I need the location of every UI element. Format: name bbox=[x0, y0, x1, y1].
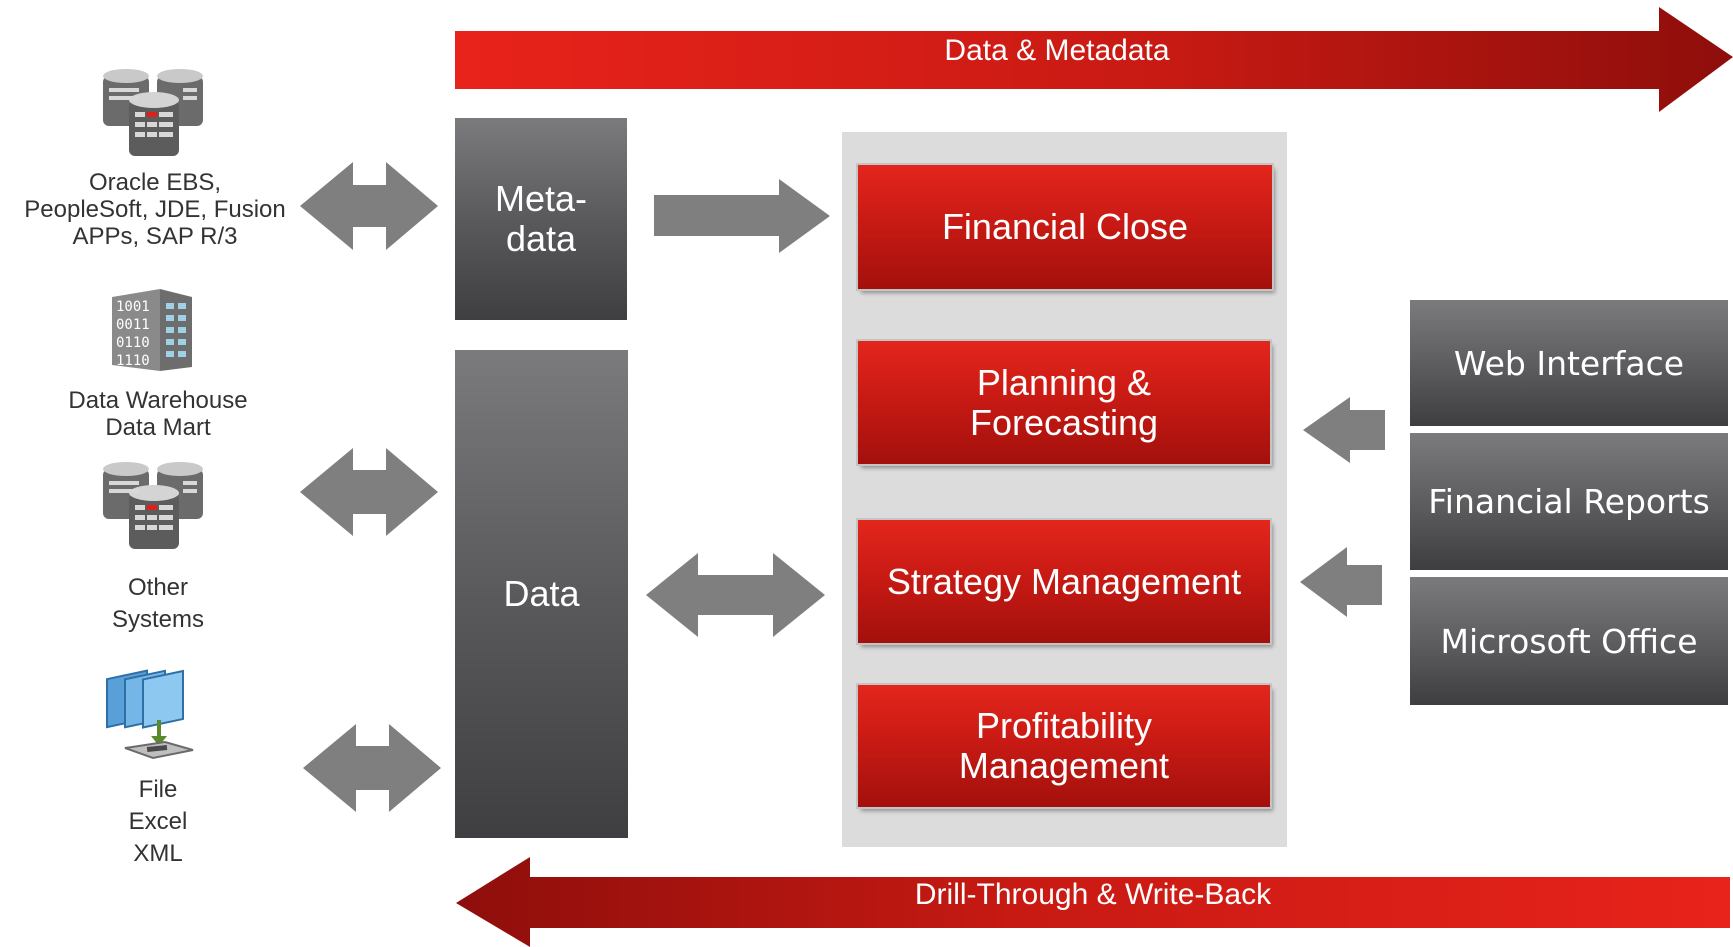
interface-financial-reports: Financial Reports bbox=[1410, 433, 1728, 570]
double-arrow-data-modules bbox=[646, 553, 825, 637]
top-banner-label: Data & Metadata bbox=[944, 34, 1170, 67]
module-planning-forecasting: Planning & Forecasting bbox=[858, 341, 1270, 464]
arrow-interfaces-to-planning bbox=[1303, 397, 1385, 463]
double-arrow-warehouse-data bbox=[300, 448, 438, 536]
double-arrow-file-data bbox=[303, 724, 441, 812]
double-arrow-oracle-metadata bbox=[300, 162, 438, 250]
svg-text:1001: 1001 bbox=[116, 299, 150, 315]
source-label-oracle: Oracle EBS, PeopleSoft, JDE, Fusion APPs… bbox=[24, 169, 286, 250]
top-banner-arrow bbox=[455, 7, 1733, 112]
svg-text:1110: 1110 bbox=[116, 353, 150, 369]
source-label-warehouse: Data Warehouse Data Mart bbox=[68, 387, 248, 441]
arrow-metadata-to-modules bbox=[654, 179, 830, 253]
interface-microsoft-office: Microsoft Office bbox=[1410, 577, 1728, 705]
module-profitability-management: Profitability Management bbox=[858, 685, 1270, 807]
module-strategy-management: Strategy Management bbox=[858, 520, 1270, 643]
source-label-other: Other Systems bbox=[111, 574, 204, 633]
bottom-banner-arrow bbox=[456, 857, 1730, 947]
database-cluster-icon bbox=[103, 69, 203, 156]
database-cluster-icon bbox=[103, 462, 203, 549]
module-financial-close: Financial Close bbox=[858, 165, 1272, 289]
arrow-interfaces-to-strategy bbox=[1300, 547, 1382, 617]
svg-text:0011: 0011 bbox=[116, 317, 150, 333]
bottom-banner-label: Drill-Through & Write-Back bbox=[914, 878, 1272, 911]
interface-web: Web Interface bbox=[1410, 300, 1728, 426]
data-box: Data bbox=[455, 350, 628, 838]
data-warehouse-building-icon: 1001 0011 0110 1110 bbox=[112, 289, 192, 371]
file-import-icon bbox=[106, 669, 194, 760]
metadata-box: Meta- data bbox=[455, 118, 627, 320]
source-label-file: File Excel XML bbox=[128, 776, 188, 867]
svg-text:0110: 0110 bbox=[116, 335, 150, 351]
